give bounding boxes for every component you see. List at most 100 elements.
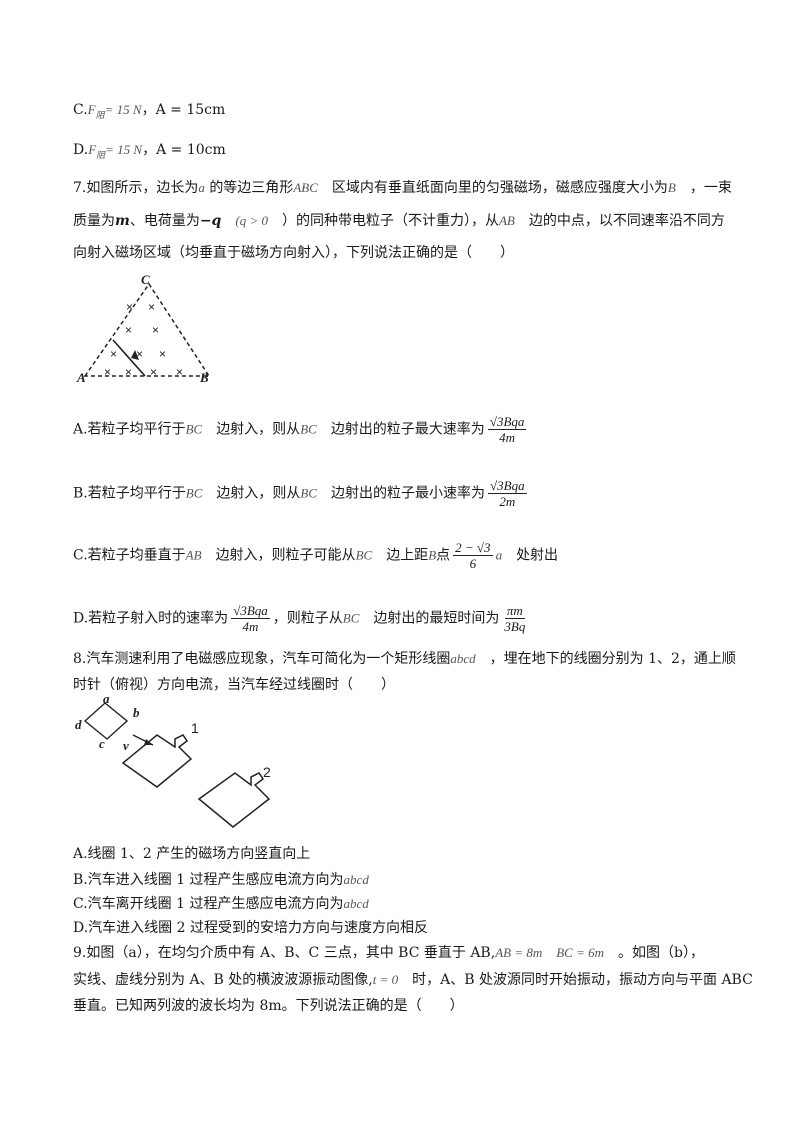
numerator: πm — [504, 603, 525, 619]
numerator: √3Bqa — [231, 603, 270, 619]
formula-eq: = 15 N — [104, 102, 142, 117]
coil-1-label: 1 — [191, 720, 199, 736]
q7-triangle-figure: ×× ×× ××× ×××× A B C — [76, 272, 211, 385]
text: ，一束 — [689, 180, 732, 196]
triangle-boundary — [83, 282, 211, 377]
label-c: c — [99, 736, 105, 751]
text: 边的中点，以不同速率沿不同方 — [528, 213, 725, 229]
text: C.汽车离开线圈 1 过程产生感应电流方向为 — [73, 896, 344, 912]
symbol: BC — [300, 485, 317, 501]
text: 边射入，则粒子可能从 — [215, 547, 356, 564]
text: B.若粒子均平行于 — [73, 485, 186, 502]
svg-text:×: × — [104, 365, 111, 379]
text: 实线、虚线分别为 A、B 处的横波波源振动图像, — [73, 972, 373, 988]
q7-stem-line3: 向射入磁场区域（均垂直于磁场方向射入），下列说法正确的是（ ） — [73, 245, 514, 261]
coil-2 — [197, 772, 271, 828]
numerator: √3Bqa — [488, 478, 527, 494]
svg-text:×: × — [150, 365, 157, 379]
symbol: abcd — [343, 896, 369, 911]
svg-text:×: × — [125, 365, 132, 379]
vertex-a-label: A — [76, 370, 86, 385]
svg-text:×: × — [110, 347, 117, 361]
symbol: B — [428, 547, 437, 563]
text: 边上距 — [386, 547, 429, 564]
option-d-prev: D.F阻= 15 N，A = 10cm — [73, 140, 226, 165]
svg-text:×: × — [159, 347, 166, 361]
symbol: BC = 6m — [556, 945, 605, 960]
car-coil-abcd — [83, 702, 129, 740]
text: 边射入，则从 — [216, 485, 301, 502]
symbol: AB = 8m — [495, 945, 543, 960]
text: 边射入，则从 — [216, 421, 301, 438]
coil-2-label: 2 — [263, 764, 271, 780]
q8-stem-line1: 8.汽车测速利用了电磁感应现象，汽车可简化为一个矩形线圈abcd ，埋在地下的线… — [73, 649, 736, 669]
symbol: −q — [199, 213, 222, 229]
option-text: ，A = 10cm — [142, 142, 226, 158]
q7-stem-line1: 7.如图所示，边长为a 的等边三角形ABC 区域内有垂直纸面向里的匀强磁场，磁感… — [73, 178, 732, 198]
svg-text:×: × — [126, 300, 133, 314]
symbol: a — [495, 547, 503, 563]
q8-stem-line2: 时针（俯视）方向电流，当汽车经过线圈时（ ） — [73, 677, 395, 693]
symbol: abcd — [343, 872, 369, 887]
symbol: ABC — [293, 180, 318, 195]
symbol: (q > 0 — [235, 213, 268, 228]
q9-stem-line3: 垂直。已知两列波的波长均为 8m。下列说法正确的是（ ） — [73, 998, 464, 1014]
label-d: d — [75, 717, 82, 732]
symbol: AB — [498, 213, 515, 228]
option-text: ，A = 15cm — [141, 102, 226, 118]
label-v: v — [123, 738, 129, 753]
formula-sub: 阻 — [96, 149, 106, 160]
symbol: BC — [342, 610, 360, 626]
text: 时，A、B 处波源同时开始振动，振动方向与平面 ABC — [412, 972, 753, 988]
coil-1 — [121, 734, 193, 788]
svg-text:×: × — [176, 365, 183, 379]
denominator: 4m — [499, 430, 516, 445]
symbol: B — [667, 180, 676, 195]
symbol: AB — [185, 547, 202, 563]
q9-stem-line2: 实线、虚线分别为 A、B 处的横波波源振动图像,t = 0 时，A、B 处波源同… — [73, 970, 753, 990]
label-a: a — [103, 695, 110, 706]
label-b: b — [133, 705, 140, 720]
numerator: √3Bqa — [487, 414, 527, 430]
denominator: 2m — [499, 494, 516, 509]
q8-option-a: A.线圈 1、2 产生的磁场方向竖直向上 — [73, 846, 311, 862]
formula-f: F — [87, 102, 96, 117]
text: 处射出 — [516, 547, 559, 564]
formula-eq: = 15 N — [105, 142, 143, 157]
text: 7.如图所示，边长为 — [73, 180, 199, 196]
vertex-c-label: C — [141, 272, 150, 287]
text: ）的同种带电粒子（不计重力），从 — [281, 213, 499, 229]
symbol: t = 0 — [372, 972, 399, 987]
entry-line — [112, 339, 146, 377]
formula-sub: 阻 — [95, 109, 105, 120]
text: C.若粒子均垂直于 — [73, 547, 186, 564]
formula-f: F — [88, 142, 97, 157]
option-label: D. — [73, 142, 89, 158]
text: ，则粒子从 — [272, 610, 343, 627]
text: 边射出的粒子最小速率为 — [331, 485, 485, 502]
text: 的等边三角形 — [209, 180, 294, 196]
denominator: 3Bq — [504, 619, 526, 634]
q8-coil-figure: a b c d v 1 2 — [75, 695, 271, 828]
text: 边射出的粒子最大速率为 — [330, 421, 485, 438]
text: D.若粒子射入时的速率为 — [73, 610, 229, 627]
text: ，埋在地下的线圈分别为 1、2，通上顺 — [489, 651, 736, 667]
symbol: a — [198, 180, 205, 195]
denominator: 4m — [242, 619, 259, 634]
denominator: 6 — [469, 556, 477, 571]
arrow-icon — [131, 350, 139, 360]
text: B.汽车进入线圈 1 过程产生感应电流方向为 — [73, 872, 344, 888]
symbol: abcd — [450, 651, 476, 666]
q8-option-b: B.汽车进入线圈 1 过程产生感应电流方向为abcd — [73, 870, 369, 890]
q7-stem-line2: 质量为m、电荷量为−q (q > 0 ）的同种带电粒子（不计重力），从AB 边的… — [73, 211, 725, 231]
symbol: m — [115, 213, 130, 229]
